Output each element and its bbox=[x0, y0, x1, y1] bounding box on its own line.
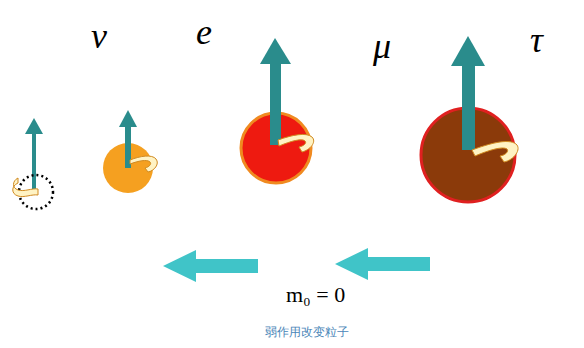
neutrino-particle bbox=[13, 118, 53, 209]
particle-symbol: τ bbox=[530, 22, 543, 58]
mass-label: m₀ = 0 bbox=[286, 284, 345, 306]
caption: 弱作用改变粒子 bbox=[265, 326, 349, 338]
particle-symbol: ν bbox=[91, 18, 107, 54]
particle-symbol: μ bbox=[373, 28, 391, 64]
electron-particle bbox=[103, 110, 157, 193]
direction-arrow bbox=[163, 250, 258, 282]
direction-arrow bbox=[335, 248, 430, 280]
particle-symbol: e bbox=[196, 14, 212, 50]
tau-particle bbox=[421, 36, 518, 202]
muon-particle bbox=[241, 38, 314, 183]
